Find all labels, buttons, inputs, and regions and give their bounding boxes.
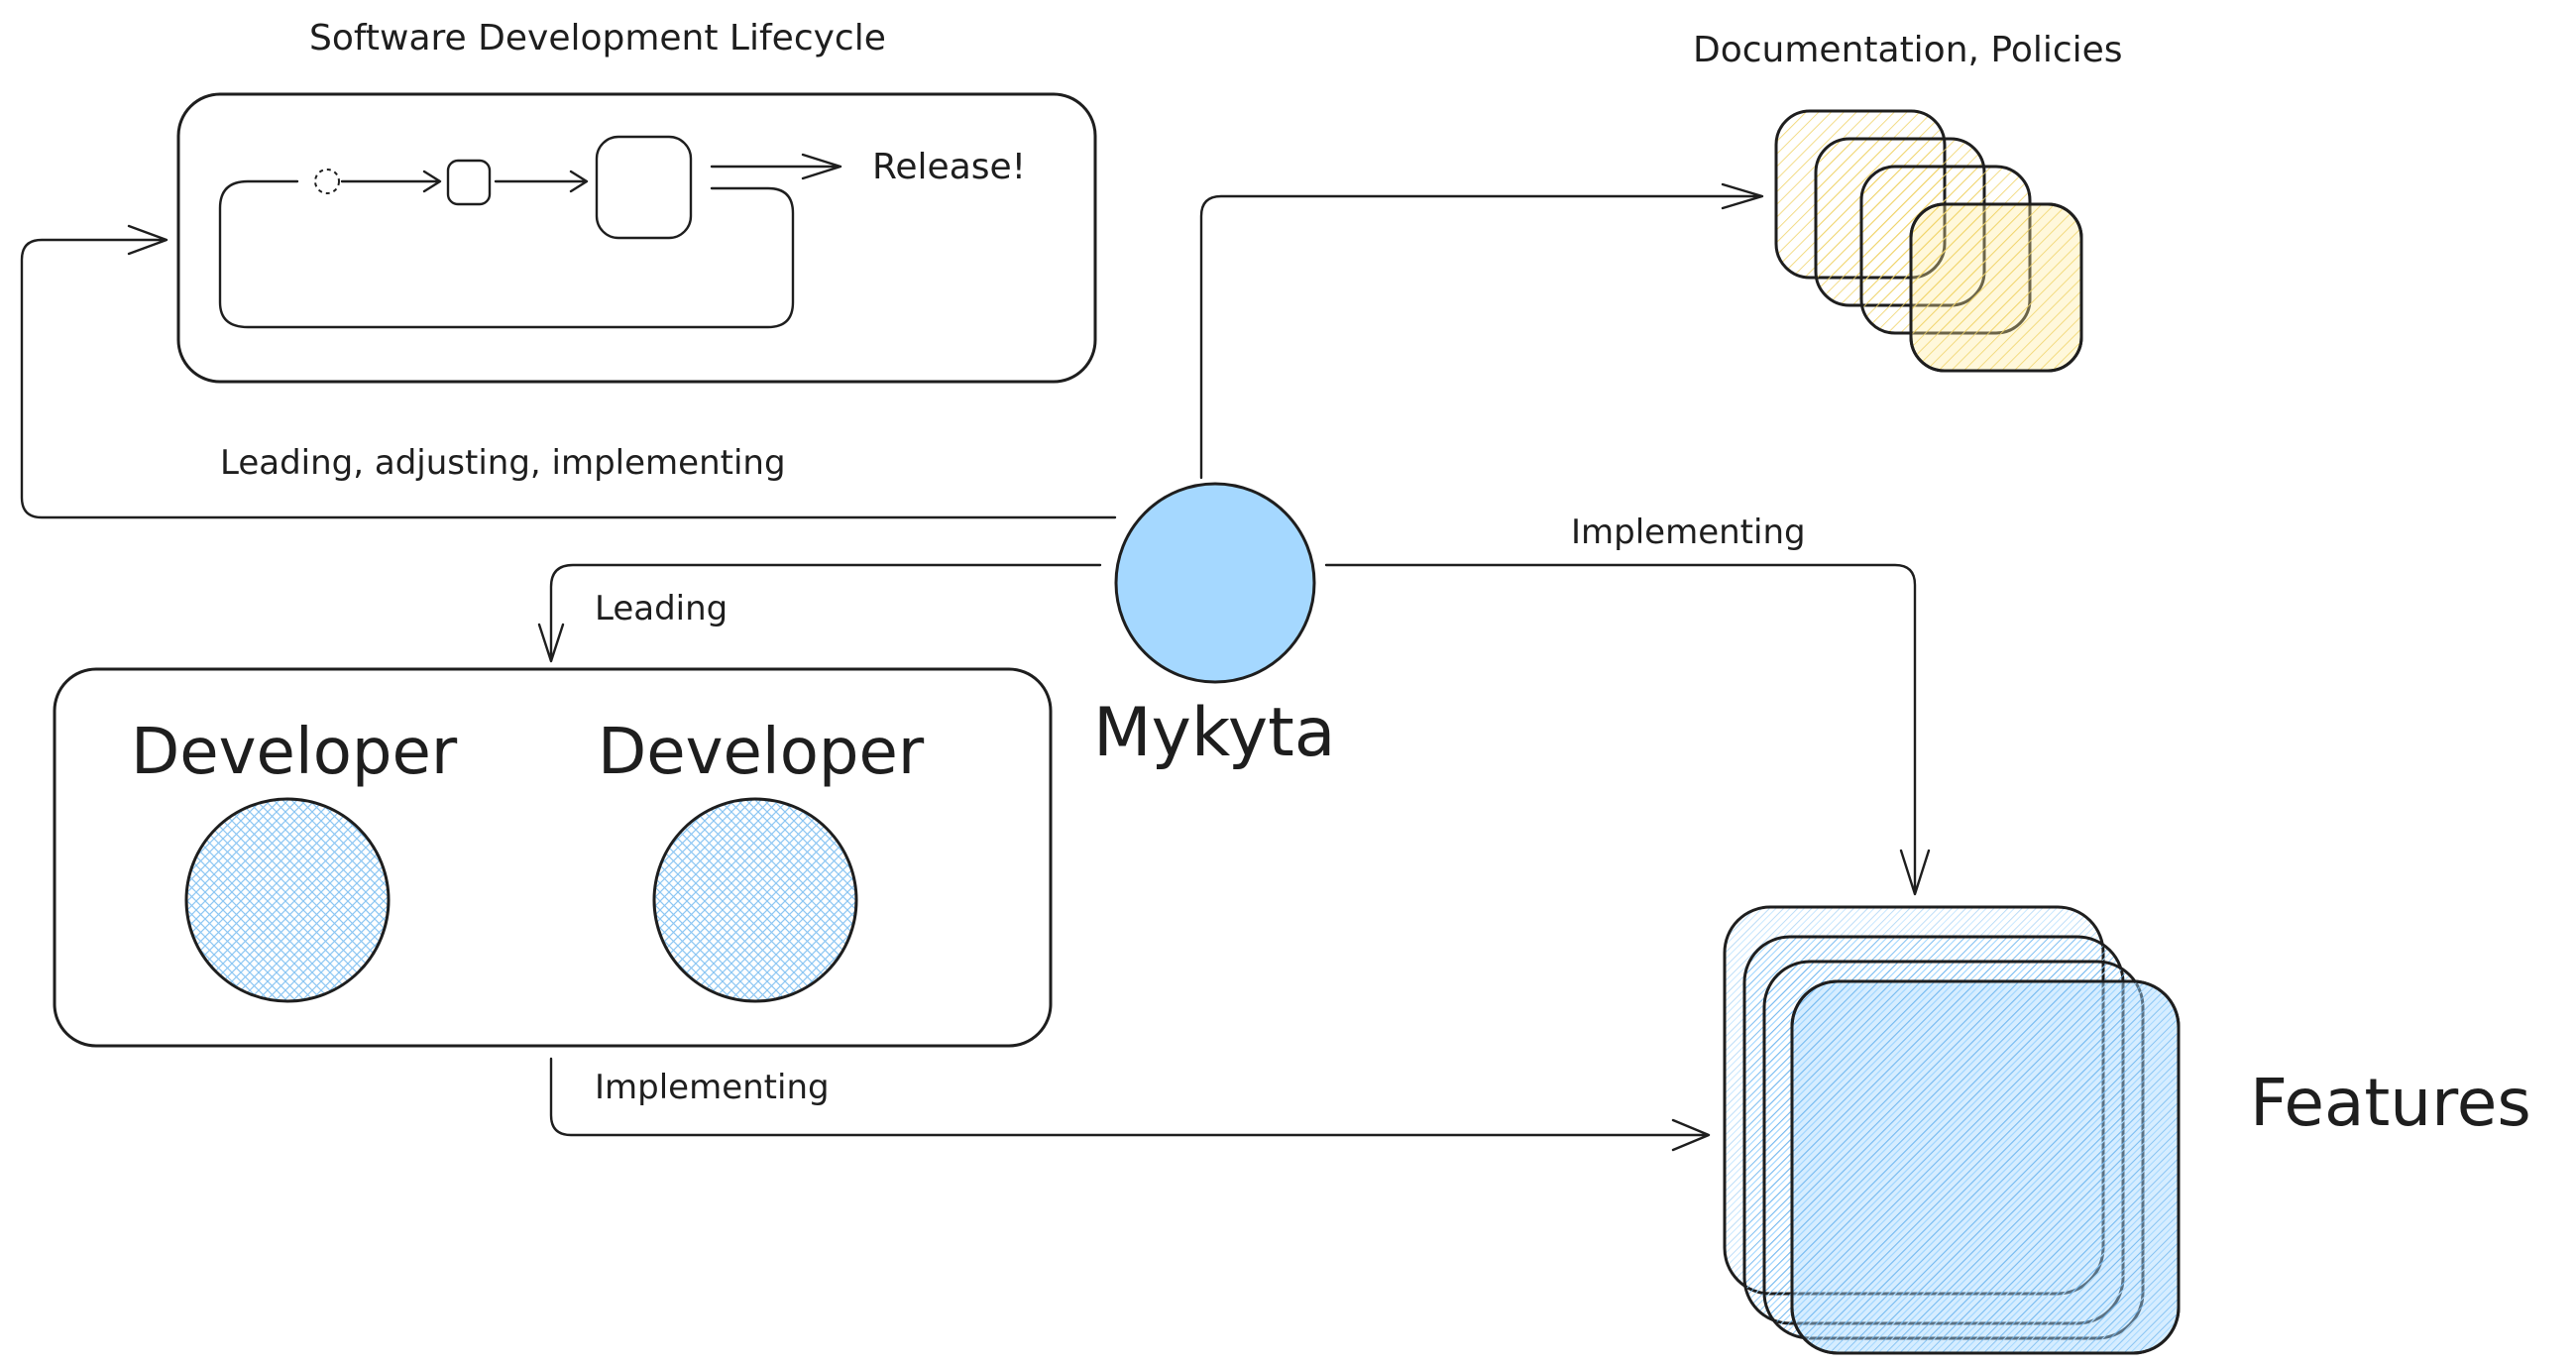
leading-adjusting-label: Leading, adjusting, implementing: [220, 443, 786, 483]
release-label: Release!: [872, 147, 1026, 187]
developer-2-label: Developer: [598, 716, 925, 789]
leading-label: Leading: [595, 589, 728, 628]
sdlc-small-stage: [446, 159, 492, 206]
sdlc-title: Software Development Lifecycle: [309, 18, 886, 58]
sdlc-loop: [218, 179, 795, 329]
developer-1-avatar: [184, 797, 391, 1003]
arrow-to-features-from-mykyta: [1324, 563, 1931, 896]
developer-2-avatar: [652, 797, 858, 1003]
mykyta-node: Mykyta: [1093, 482, 1335, 772]
implementing-bottom-label: Implementing: [595, 1068, 830, 1107]
implementing-top-label: Implementing: [1571, 513, 1806, 552]
sdlc-large-stage: [595, 135, 693, 240]
sdlc-group: Software Development Lifecycle Release!: [176, 18, 1097, 384]
docs-stack: Documentation, Policies: [1693, 30, 2123, 373]
mykyta-label: Mykyta: [1093, 694, 1335, 772]
mykyta-circle: [1114, 482, 1316, 684]
sdlc-dot-stage: [314, 169, 340, 194]
sdlc-arrow-1: [340, 170, 442, 193]
features-stack: Features: [1723, 905, 2531, 1355]
arrow-to-features-from-developers: [549, 1057, 1711, 1152]
sdlc-container: [176, 92, 1097, 384]
sdlc-release-arrow: [710, 153, 842, 180]
sdlc-arrow-2: [494, 170, 589, 193]
features-label: Features: [2250, 1065, 2531, 1141]
developer-1-label: Developer: [131, 716, 458, 789]
arrow-to-docs: [1199, 182, 1764, 480]
developers-container: [53, 667, 1053, 1048]
arrow-to-sdlc: [20, 224, 1117, 519]
arrow-to-developers: [537, 563, 1102, 663]
developers-group: Developer Developer: [53, 667, 1053, 1048]
docs-title: Documentation, Policies: [1693, 30, 2123, 70]
